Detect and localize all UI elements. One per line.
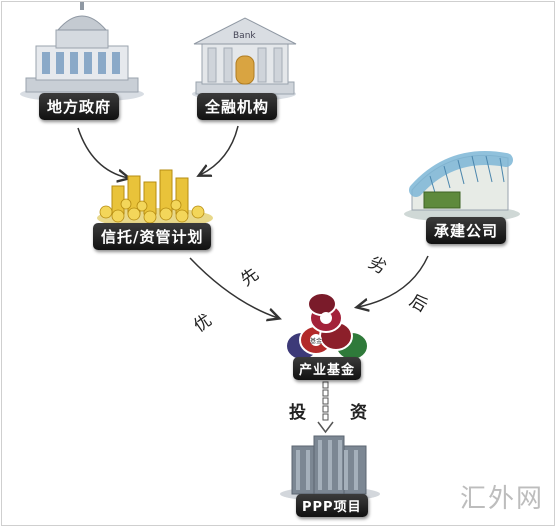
trust-plan-label: 信托/资管计划 — [93, 223, 212, 250]
arrow-contractor-to-fund — [358, 255, 429, 307]
ppp-project-label: PPP项目 — [296, 494, 368, 517]
industry-fund-label: 产业基金 — [293, 357, 362, 380]
arrow-trust-to-fund — [189, 257, 278, 318]
watermark: 汇外网 — [459, 484, 544, 514]
contractor-label: 承建公司 — [426, 217, 507, 244]
invest-char-1: 投 — [289, 403, 306, 423]
invest-chain-arrow — [317, 381, 334, 434]
financial-institution-label: 全融机构 — [197, 93, 278, 120]
arrow-bank-to-trust — [200, 125, 239, 175]
arrow-government-to-trust — [77, 127, 128, 178]
local-government-label: 地方政府 — [39, 93, 120, 120]
invest-char-2: 资 — [350, 403, 367, 423]
bank-sign: Bank — [233, 31, 256, 41]
chip-text: 基金 — [310, 337, 322, 345]
